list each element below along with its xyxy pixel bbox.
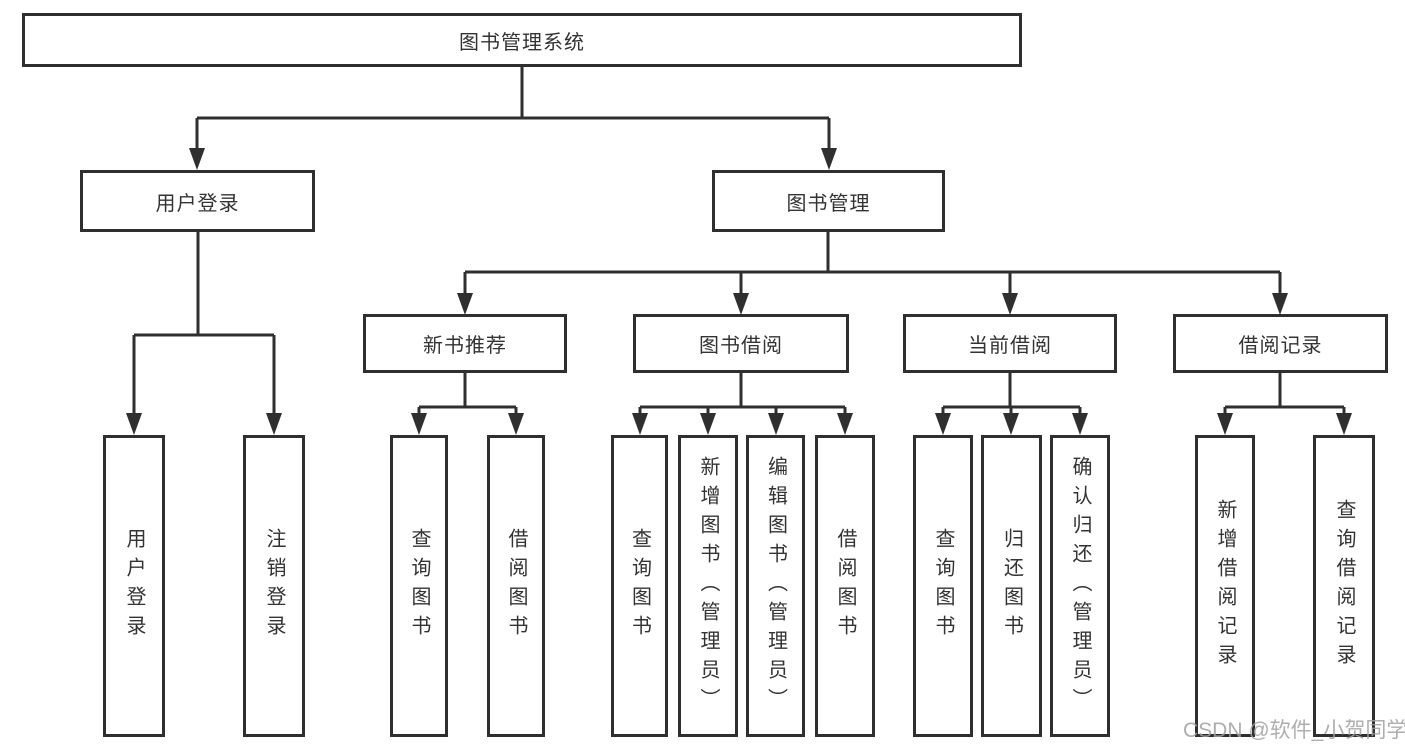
- leaf-user-login: 用户登录: [103, 435, 165, 737]
- node-user-login: 用户登录: [80, 170, 315, 232]
- leaf-logout: 注销登录: [243, 435, 305, 737]
- leaf-query-borrow-record: 查询借阅记录: [1313, 435, 1375, 737]
- node-current-borrowing: 当前借阅: [903, 314, 1117, 373]
- leaf-add-borrow-record: 新增借阅记录: [1195, 435, 1255, 737]
- arrowheads: [126, 148, 1352, 435]
- leaf-edit-book-admin: 编辑图书（管理员）: [746, 435, 805, 737]
- leaf-borrow-books-recommend: 借阅图书: [487, 435, 545, 737]
- node-book-management: 图书管理: [712, 170, 945, 232]
- leaf-borrow-books-borrowing: 借阅图书: [815, 435, 875, 737]
- leaf-query-books-current: 查询图书: [913, 435, 973, 737]
- leaf-query-books-recommend: 查询图书: [390, 435, 448, 737]
- leaf-return-book: 归还图书: [981, 435, 1042, 737]
- csdn-watermark: CSDN @软件_小贺同学: [1183, 719, 1405, 742]
- leaf-query-books-borrowing: 查询图书: [611, 435, 668, 737]
- leaf-add-book-admin: 新增图书（管理员）: [678, 435, 738, 737]
- leaf-confirm-return-admin: 确认归还（管理员）: [1050, 435, 1110, 737]
- node-book-borrowing: 图书借阅: [633, 314, 849, 373]
- node-library-management-system: 图书管理系统: [22, 13, 1022, 67]
- node-new-book-recommendation: 新书推荐: [363, 314, 567, 373]
- connector-path: [132, 65, 1346, 417]
- node-borrowing-records: 借阅记录: [1173, 314, 1388, 373]
